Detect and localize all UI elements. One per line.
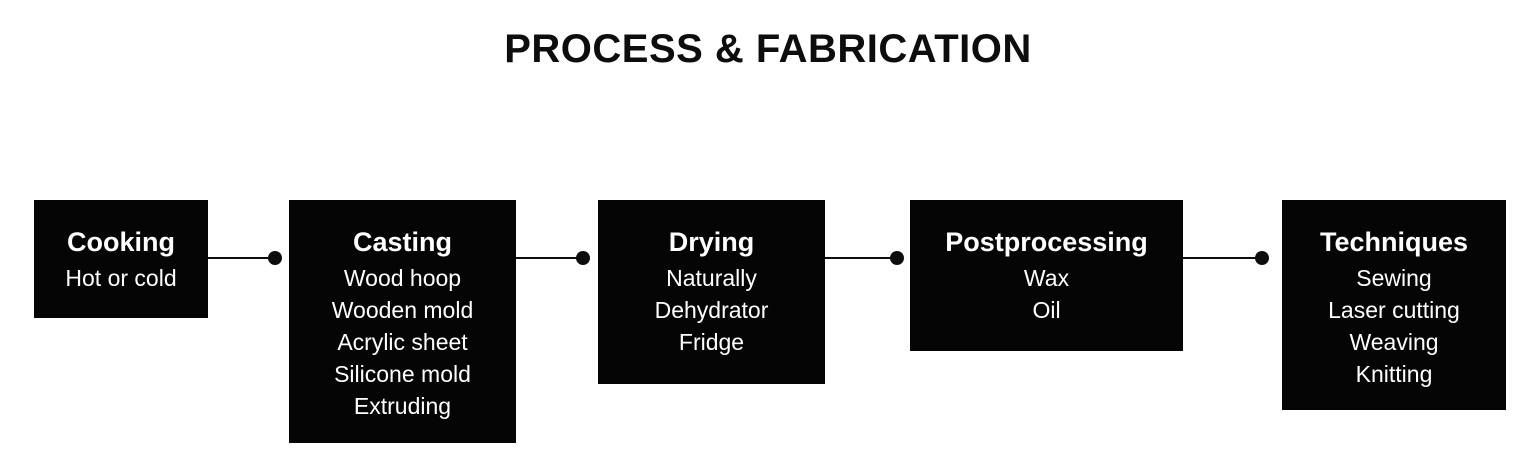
step-title: Drying	[668, 227, 755, 257]
step-item: Wooden mold	[331, 297, 474, 323]
step-title: Techniques	[1319, 227, 1469, 257]
step-item: Naturally	[666, 265, 757, 291]
step-item: Dehydrator	[654, 297, 769, 323]
process-step-drying: Drying Naturally Dehydrator Fridge	[598, 200, 825, 384]
step-item: Oil	[1032, 297, 1061, 323]
page-title: PROCESS & FABRICATION	[504, 27, 1032, 71]
connector-dot-icon	[268, 251, 282, 265]
connector-dot-icon	[1255, 251, 1269, 265]
step-title: Casting	[352, 227, 452, 257]
connector-line	[825, 257, 897, 259]
step-item: Wood hoop	[343, 265, 462, 291]
connector-line	[516, 257, 583, 259]
connector-line	[1183, 257, 1262, 259]
process-step-casting: Casting Wood hoop Wooden mold Acrylic sh…	[289, 200, 516, 443]
step-item: Acrylic sheet	[337, 329, 468, 355]
step-item: Laser cutting	[1328, 297, 1460, 323]
step-item: Sewing	[1356, 265, 1432, 291]
step-item: Extruding	[353, 393, 452, 419]
step-item: Silicone mold	[334, 361, 471, 387]
step-item: Weaving	[1349, 329, 1439, 355]
step-title: Cooking	[67, 227, 175, 257]
process-step-postprocessing: Postprocessing Wax Oil	[910, 200, 1183, 351]
step-item: Hot or cold	[65, 265, 177, 291]
step-item: Knitting	[1355, 361, 1433, 387]
connector-dot-icon	[890, 251, 904, 265]
process-step-cooking: Cooking Hot or cold	[34, 200, 208, 318]
step-item: Fridge	[678, 329, 745, 355]
process-step-techniques: Techniques Sewing Laser cutting Weaving …	[1282, 200, 1506, 410]
step-title: Postprocessing	[945, 227, 1148, 257]
connector-dot-icon	[576, 251, 590, 265]
step-item: Wax	[1023, 265, 1070, 291]
connector-line	[208, 257, 275, 259]
